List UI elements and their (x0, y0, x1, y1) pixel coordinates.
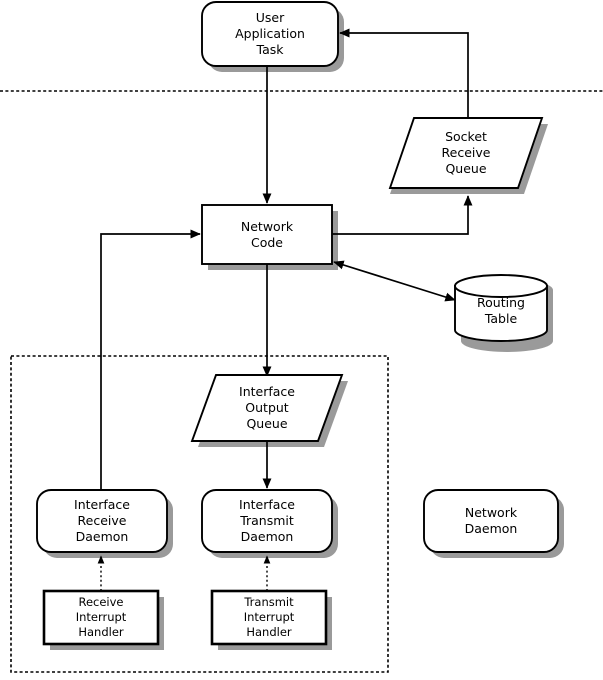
network-code-to-socket-queue-arrow (332, 195, 473, 235)
interface-receive-daemon-shape[interactable] (36, 489, 168, 553)
device-driver-boundary-box (10, 355, 389, 673)
socket-receive-queue-shape[interactable] (388, 117, 544, 189)
network-code-shape[interactable] (201, 204, 333, 265)
network-code-routing-table-bidirectional-arrow (333, 260, 456, 302)
network-daemon-shape[interactable] (423, 489, 559, 553)
receive-interrupt-handler-shape[interactable] (42, 589, 160, 646)
socket-queue-to-user-app-arrow (339, 28, 469, 118)
connectors (100, 28, 473, 490)
dotted-connectors (97, 555, 271, 591)
shapes (36, 1, 559, 646)
user-application-task-shape[interactable] (201, 1, 339, 67)
interface-output-queue-shape[interactable] (190, 374, 344, 442)
routing-table-shape[interactable] (454, 274, 548, 342)
interface-transmit-daemon-shape[interactable] (201, 489, 333, 553)
transmit-interrupt-handler-shape[interactable] (210, 589, 328, 646)
interface-receive-daemon-to-network-code-arrow (100, 229, 201, 490)
